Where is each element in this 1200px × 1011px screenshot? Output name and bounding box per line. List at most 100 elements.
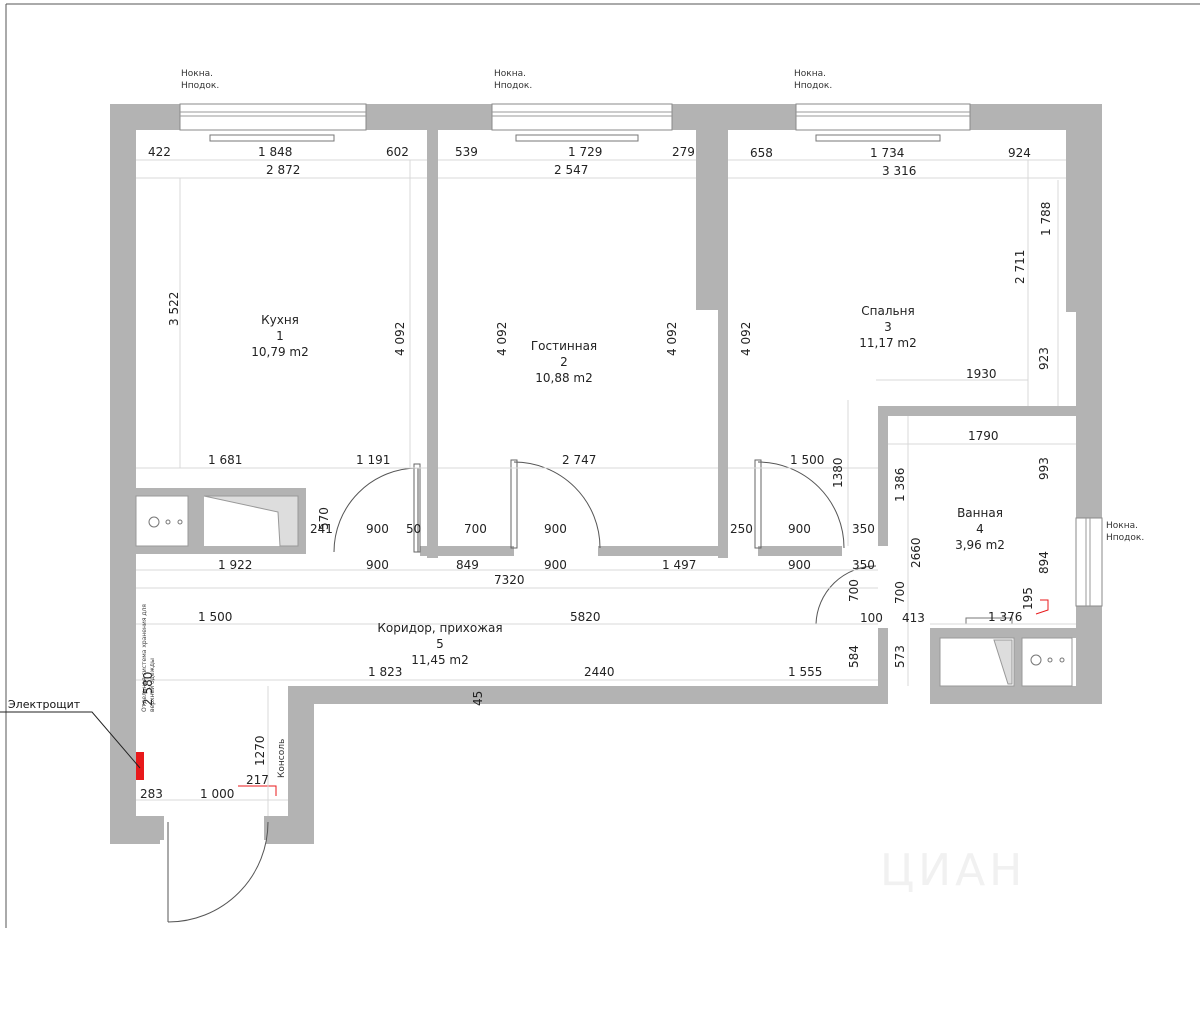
svg-text:1 191: 1 191 (356, 453, 390, 467)
svg-text:1 734: 1 734 (870, 146, 904, 160)
svg-text:658: 658 (750, 146, 773, 160)
svg-text:1 376: 1 376 (988, 610, 1022, 624)
watermark: ЦИАН (880, 845, 1026, 896)
fixtures (135, 495, 1073, 796)
doors (167, 459, 877, 923)
panel-label: Электрощит (8, 698, 81, 711)
svg-text:Нокна.: Нокна. (1106, 521, 1138, 531)
svg-text:993: 993 (1037, 457, 1051, 480)
svg-text:5820: 5820 (570, 610, 601, 624)
svg-text:1 848: 1 848 (258, 145, 292, 159)
svg-text:4 092: 4 092 (393, 322, 407, 356)
svg-text:350: 350 (852, 558, 875, 572)
svg-text:283: 283 (140, 787, 163, 801)
windows (179, 103, 1103, 625)
svg-text:3 316: 3 316 (882, 164, 916, 178)
svg-text:1 823: 1 823 (368, 665, 402, 679)
svg-text:Нподок.: Нподок. (494, 81, 532, 91)
svg-text:11,17 m2: 11,17 m2 (859, 336, 917, 350)
svg-text:900: 900 (788, 522, 811, 536)
svg-text:Нподок.: Нподок. (181, 81, 219, 91)
svg-text:10,79 m2: 10,79 m2 (251, 345, 309, 359)
svg-text:195: 195 (1021, 587, 1035, 610)
svg-text:602: 602 (386, 145, 409, 159)
svg-text:2: 2 (560, 355, 568, 369)
room-bedroom: Спальня 3 11,17 m2 (859, 304, 917, 350)
svg-text:1 922: 1 922 (218, 558, 252, 572)
svg-text:849: 849 (456, 558, 479, 572)
panel-leader (0, 711, 141, 769)
svg-text:Нокна.: Нокна. (494, 69, 526, 79)
svg-text:Кухня: Кухня (261, 313, 299, 327)
svg-text:2 747: 2 747 (562, 453, 596, 467)
svg-text:4 092: 4 092 (739, 322, 753, 356)
svg-text:3,96 m2: 3,96 m2 (955, 538, 1005, 552)
svg-text:924: 924 (1008, 146, 1031, 160)
svg-text:923: 923 (1037, 347, 1051, 370)
dimension-lines (136, 159, 1076, 816)
svg-text:Спальня: Спальня (861, 304, 914, 318)
svg-text:900: 900 (544, 558, 567, 572)
svg-text:10,88 m2: 10,88 m2 (535, 371, 593, 385)
svg-text:45: 45 (471, 691, 485, 706)
svg-text:7320: 7320 (494, 573, 525, 587)
svg-text:Гостинная: Гостинная (531, 339, 597, 353)
svg-text:4 092: 4 092 (495, 322, 509, 356)
room-bathroom: Ванная 4 3,96 m2 (955, 506, 1005, 552)
svg-text:4 092: 4 092 (665, 322, 679, 356)
dimension-texts: 422 1 848 602 2 872 3 522 4 092 1 681 1 … (140, 145, 1053, 801)
svg-text:1 500: 1 500 (198, 610, 232, 624)
storage-note: Отдельная система хранения для верхней о… (141, 604, 156, 712)
svg-text:верхней одежды: верхней одежды (149, 658, 156, 712)
svg-text:1 681: 1 681 (208, 453, 242, 467)
svg-text:Нподок.: Нподок. (794, 81, 832, 91)
svg-text:700: 700 (847, 579, 861, 602)
svg-text:1 555: 1 555 (788, 665, 822, 679)
electrical-panel-marker (136, 752, 144, 780)
room-corridor: Коридор, прихожая 5 11,45 m2 (377, 621, 502, 667)
svg-text:900: 900 (366, 522, 389, 536)
svg-text:700: 700 (464, 522, 487, 536)
svg-text:584: 584 (847, 645, 861, 668)
svg-text:100: 100 (860, 611, 883, 625)
svg-text:1 500: 1 500 (790, 453, 824, 467)
svg-text:1 729: 1 729 (568, 145, 602, 159)
window-notes: Нокна. Нподок. Нокна. Нподок. Нокна. Нпо… (181, 69, 1144, 543)
svg-text:279: 279 (672, 145, 695, 159)
svg-text:900: 900 (544, 522, 567, 536)
svg-text:217: 217 (246, 773, 269, 787)
svg-text:422: 422 (148, 145, 171, 159)
svg-text:Нокна.: Нокна. (794, 69, 826, 79)
svg-text:2 872: 2 872 (266, 163, 300, 177)
svg-text:570: 570 (317, 507, 331, 530)
console-label: Консоль (277, 739, 287, 778)
svg-text:1 000: 1 000 (200, 787, 234, 801)
svg-text:573: 573 (893, 645, 907, 668)
svg-text:Нподок.: Нподок. (1106, 533, 1144, 543)
svg-text:Ванная: Ванная (957, 506, 1003, 520)
svg-text:1380: 1380 (831, 457, 845, 488)
svg-text:700: 700 (893, 581, 907, 604)
room-living: Гостинная 2 10,88 m2 (531, 339, 597, 385)
svg-text:1270: 1270 (253, 735, 267, 766)
svg-text:1 497: 1 497 (662, 558, 696, 572)
svg-text:2 580: 2 580 (141, 672, 155, 706)
svg-text:350: 350 (852, 522, 875, 536)
svg-text:1 386: 1 386 (893, 468, 907, 502)
svg-text:Отдельная система хранения для: Отдельная система хранения для (141, 604, 148, 712)
svg-text:900: 900 (788, 558, 811, 572)
svg-text:1: 1 (276, 329, 284, 343)
svg-text:900: 900 (366, 558, 389, 572)
svg-text:Нокна.: Нокна. (181, 69, 213, 79)
svg-text:5: 5 (436, 637, 444, 651)
svg-text:241: 241 (310, 522, 333, 536)
svg-text:894: 894 (1037, 551, 1051, 574)
svg-text:Коридор, прихожая: Коридор, прихожая (377, 621, 502, 635)
svg-text:2440: 2440 (584, 665, 615, 679)
room-kitchen: Кухня 1 10,79 m2 (251, 313, 309, 359)
svg-text:1930: 1930 (966, 367, 997, 381)
svg-text:3: 3 (884, 320, 892, 334)
svg-text:2660: 2660 (909, 537, 923, 568)
svg-text:539: 539 (455, 145, 478, 159)
